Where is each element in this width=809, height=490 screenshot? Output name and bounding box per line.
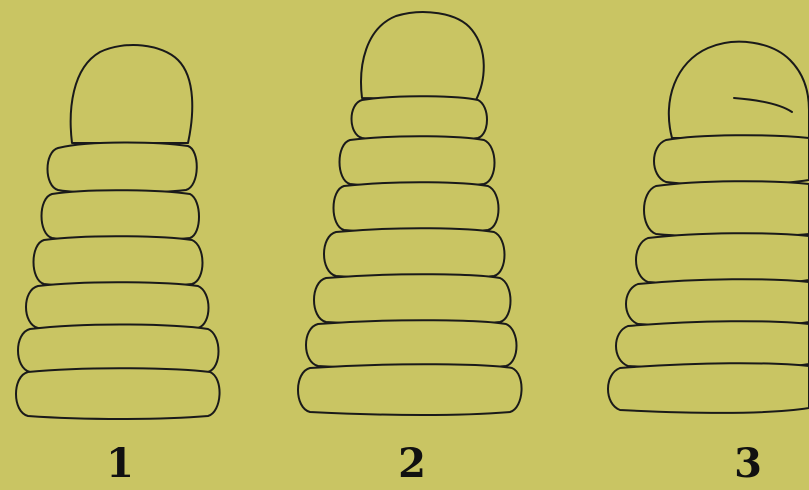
figure-3-segment-3: [636, 233, 809, 285]
figure-3-label: 3: [734, 440, 762, 487]
figure-3-segment-5: [616, 321, 809, 369]
figure-2: 2: [298, 12, 522, 487]
figure-2-segment-2: [340, 136, 495, 187]
figure-2-label: 2: [398, 440, 426, 487]
figure-1-label: 1: [106, 440, 134, 487]
figure-3-segment-2: [644, 181, 809, 237]
figure-1-cap: [71, 45, 193, 143]
figure-3-segment-1: [654, 135, 809, 185]
figure-3-segment-6: [608, 363, 809, 413]
figure-1-segment-2: [42, 190, 200, 241]
figure-2-segment-5: [314, 274, 511, 325]
figure-1-segment-3: [34, 236, 203, 287]
figure-3-segment-4: [626, 279, 809, 327]
figure-1: 1: [16, 45, 220, 487]
figure-2-segment-7: [298, 364, 522, 415]
figure-1-segment-1: [48, 143, 197, 194]
figure-2-cap: [361, 12, 484, 100]
figure-3-cap: [669, 42, 809, 138]
figure-2-segment-6: [306, 320, 517, 369]
figure-2-segment-3: [334, 182, 499, 233]
figure-1-segment-6: [16, 368, 220, 419]
figure-2-segment-4: [324, 228, 505, 279]
figure-2-segment-1: [352, 96, 488, 141]
figure-3: 3: [608, 42, 809, 487]
